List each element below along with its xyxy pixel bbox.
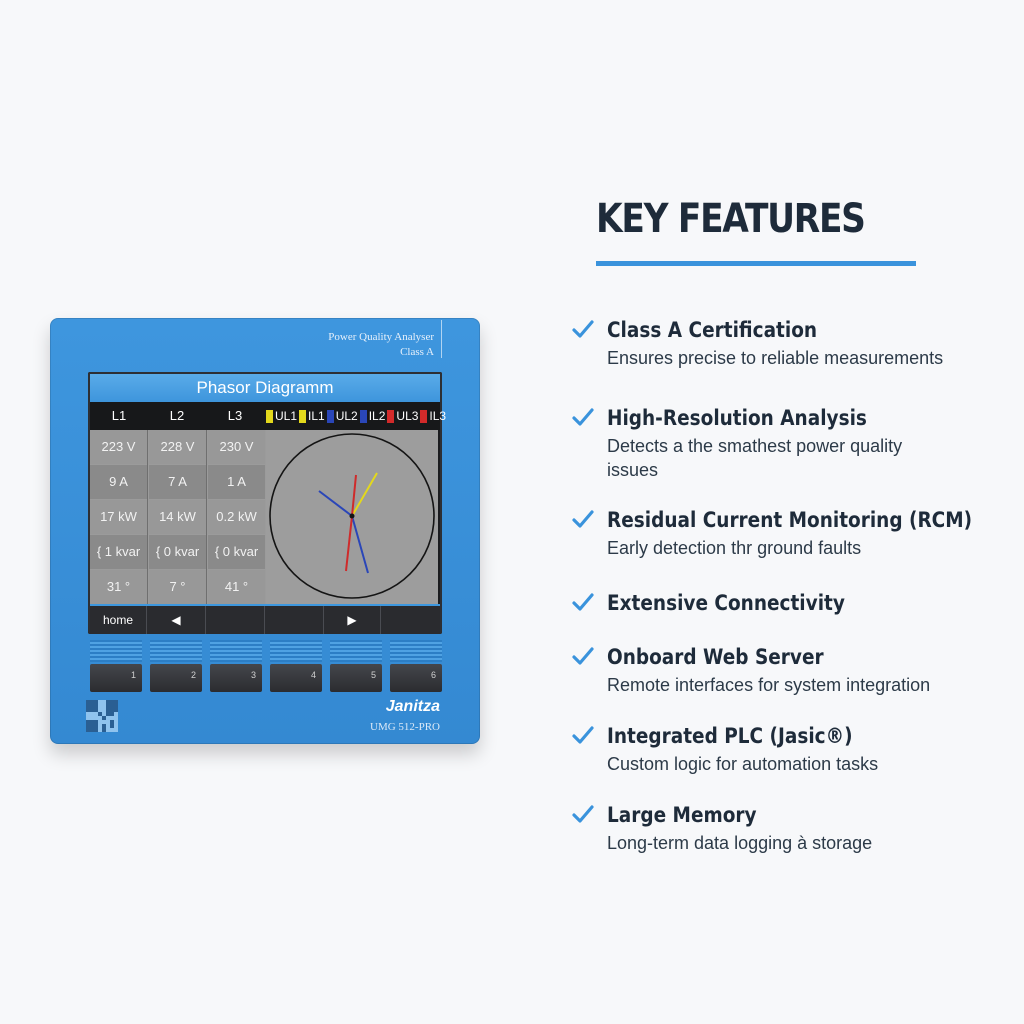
nav-left-button[interactable]: ◀ [147, 606, 206, 634]
column-divider [206, 430, 207, 604]
value-cell: { 0 kvar [208, 535, 265, 569]
nav-empty-button[interactable] [265, 606, 324, 634]
checkmark-icon [572, 510, 594, 528]
value-cell: 17 kW [90, 500, 147, 534]
value-cell: { 0 kvar [149, 535, 206, 569]
device-label-line2: Class A [400, 346, 434, 358]
phasor-diagram-svg [269, 433, 435, 599]
screen-navbar: home ◀ ▶ [90, 604, 440, 634]
value-cell: 1 A [208, 465, 265, 499]
legend-item-ul2: UL2 [326, 409, 358, 423]
value-cell: 14 kW [149, 500, 206, 534]
feature-title: Class A Certification [607, 318, 818, 342]
feature-description: Remote interfaces for system integration [607, 675, 931, 695]
feature-title: Integrated PLC (Jasic®) [607, 724, 853, 748]
nav-right-button[interactable]: ▶ [324, 606, 381, 634]
brand-logo: Janitza [385, 698, 440, 715]
measurement-table: 223 V 228 V 230 V 9 A 7 A 1 A 17 kW 14 k… [90, 430, 266, 604]
feature-title: High-Resolution Analysis [607, 406, 867, 430]
screen-title: Phasor Diagramm [90, 374, 440, 402]
value-cell: 7 ° [149, 570, 206, 604]
phasor-ul3 [351, 474, 357, 517]
phasor-origin [349, 513, 355, 519]
phase-l3-header: L3 [227, 408, 243, 423]
model-name: UMG 512-PRO [370, 721, 440, 733]
device-label-line1: Power Quality Analyser [328, 331, 434, 343]
nav-empty-button[interactable] [381, 606, 440, 634]
value-cell: 41 ° [208, 570, 265, 604]
phase-l1-header: L1 [111, 408, 127, 423]
value-cell: 230 V [208, 430, 265, 464]
feature-description: Detects a the smathest power quality iss… [607, 436, 903, 480]
column-divider [147, 430, 148, 604]
value-cell: 9 A [90, 465, 147, 499]
function-key-4[interactable]: 4 [270, 640, 322, 692]
legend-item-il1: IL1 [299, 409, 325, 423]
device-divider [441, 320, 442, 358]
power-quality-analyser-device: Power Quality Analyser Class A Phasor Di… [50, 318, 480, 744]
feature-title: Residual Current Monitoring (RCM) [607, 508, 973, 532]
feature-description: Long-term data logging à storage [607, 833, 873, 853]
function-key-6[interactable]: 6 [390, 640, 442, 692]
feature-title: Onboard Web Server [607, 645, 824, 669]
checkmark-icon [572, 647, 594, 665]
checkmark-icon [572, 408, 594, 426]
phasor-il2 [351, 515, 369, 574]
feature-title: Extensive Connectivity [607, 591, 845, 615]
checkmark-icon [572, 320, 594, 338]
function-key-3[interactable]: 3 [210, 640, 262, 692]
feature-description: Ensures precise to reliable measurements [607, 348, 944, 368]
value-cell: 7 A [149, 465, 206, 499]
phasor-ul2 [318, 490, 353, 517]
feature-description: Early detection thr ground faults [607, 538, 862, 558]
home-button[interactable]: home [90, 606, 147, 634]
legend-item-ul1: UL1 [266, 409, 297, 423]
phasor-ul1 [351, 472, 378, 517]
legend-item-il3: IL3 [420, 409, 446, 423]
checkmark-icon [572, 805, 594, 823]
value-cell: { 1 kvar [90, 535, 147, 569]
value-cell: 0.2 kW [208, 500, 265, 534]
title-underline [596, 261, 916, 266]
checkmark-icon [572, 593, 594, 611]
phase-header: L1 L2 L3 UL1 IL1 UL2 IL2 UL3 IL3 [90, 402, 446, 430]
checkmark-icon [572, 726, 594, 744]
device-screen: Phasor Diagramm L1 L2 L3 UL1 IL1 UL2 IL2… [88, 372, 446, 634]
device-label: Power Quality Analyser Class A [328, 330, 434, 360]
value-cell: 31 ° [90, 570, 147, 604]
phasor-diagram [266, 430, 438, 604]
value-cell: 223 V [90, 430, 147, 464]
features-title: KEY FEATURES [596, 196, 866, 242]
function-key-1[interactable]: 1 [90, 640, 142, 692]
function-keys: 1 2 3 4 5 6 [90, 640, 444, 692]
phasor-il3 [345, 515, 353, 572]
legend-item-il2: IL2 [359, 409, 385, 423]
value-cell: 228 V [149, 430, 206, 464]
legend-item-ul3: UL3 [387, 409, 418, 423]
phasor-circle [269, 433, 435, 599]
phasor-legend: UL1 IL1 UL2 IL2 UL3 IL3 [266, 402, 448, 430]
nav-empty-button[interactable] [206, 606, 265, 634]
feature-description: Custom logic for automation tasks [607, 754, 879, 774]
function-key-2[interactable]: 2 [150, 640, 202, 692]
phase-l2-header: L2 [169, 408, 185, 423]
function-key-5[interactable]: 5 [330, 640, 382, 692]
qr-code-icon [86, 700, 118, 732]
feature-title: Large Memory [607, 803, 757, 827]
